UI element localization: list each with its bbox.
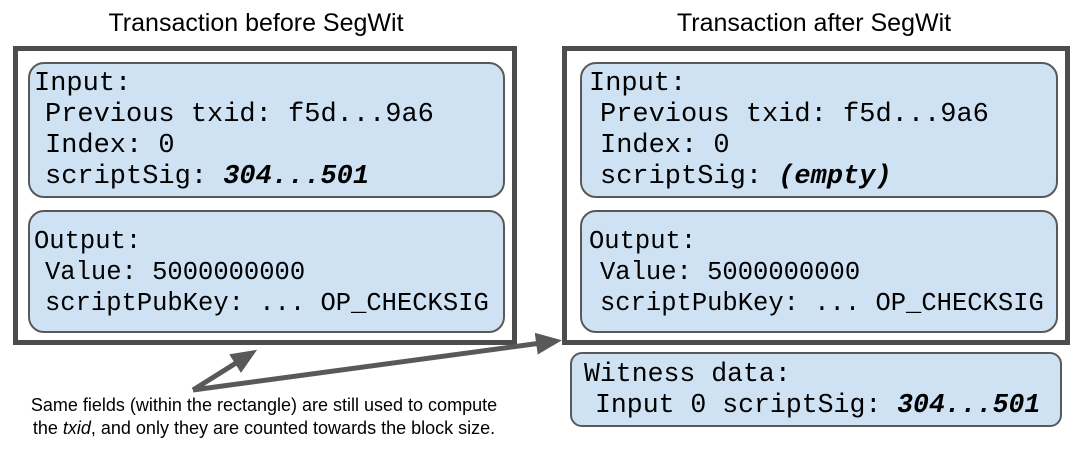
index-line: Index: 0: [600, 131, 730, 161]
scriptpubkey-line: scriptPubKey: ... OP_CHECKSIG: [600, 289, 1044, 318]
output-heading: Output:: [589, 227, 697, 256]
input-box-after: Input: Previous txid: f5d...9a6 Index: 0…: [580, 62, 1058, 198]
prev-txid-line: Previous txid: f5d...9a6: [600, 100, 989, 130]
scriptsig-label: scriptSig:: [600, 162, 779, 192]
output-heading: Output:: [34, 227, 142, 256]
witness-heading: Witness data:: [584, 359, 791, 389]
annotation-line-1: Same fields (within the rectangle) are s…: [30, 395, 498, 415]
scriptsig-value: 304...501: [223, 162, 370, 192]
annotation-line-2: the txid, and only they are counted towa…: [32, 418, 496, 438]
arrow-to-after-box-icon: [192, 332, 562, 393]
scriptsig-line: scriptSig: 304...501: [34, 162, 501, 193]
title-transaction-after-segwit: Transaction after SegWit: [676, 9, 952, 37]
title-transaction-before-segwit: Transaction before SegWit: [108, 9, 404, 37]
input-heading: Input:: [589, 69, 687, 99]
output-box-before: Output: Value: 5000000000 scriptPubKey: …: [28, 210, 505, 333]
arrow-to-before-box-icon: [191, 349, 258, 393]
output-box-after: Output: Value: 5000000000 scriptPubKey: …: [580, 210, 1058, 333]
witness-entry-line: Input 0 scriptSig: 304...501: [584, 390, 1058, 421]
value-line: Value: 5000000000: [45, 258, 306, 287]
scriptsig-line: scriptSig: (empty): [589, 162, 1054, 193]
witness-data-box: Witness data: Input 0 scriptSig: 304...5…: [570, 352, 1062, 427]
index-line: Index: 0: [45, 131, 175, 161]
witness-entry-label: Input 0 scriptSig:: [595, 390, 898, 420]
scriptpubkey-line: scriptPubKey: ... OP_CHECKSIG: [45, 289, 489, 318]
value-line: Value: 5000000000: [600, 258, 861, 287]
input-heading: Input:: [34, 69, 132, 99]
witness-entry-value: 304...501: [897, 390, 1041, 420]
annotation-text: Same fields (within the rectangle) are s…: [6, 394, 522, 440]
prev-txid-line: Previous txid: f5d...9a6: [45, 100, 434, 130]
scriptsig-label: scriptSig:: [45, 162, 224, 192]
input-box-before: Input: Previous txid: f5d...9a6 Index: 0…: [28, 62, 505, 198]
txid-italic: txid: [62, 418, 91, 438]
tx-rectangle-after: [562, 46, 1070, 345]
scriptsig-value: (empty): [778, 162, 892, 192]
